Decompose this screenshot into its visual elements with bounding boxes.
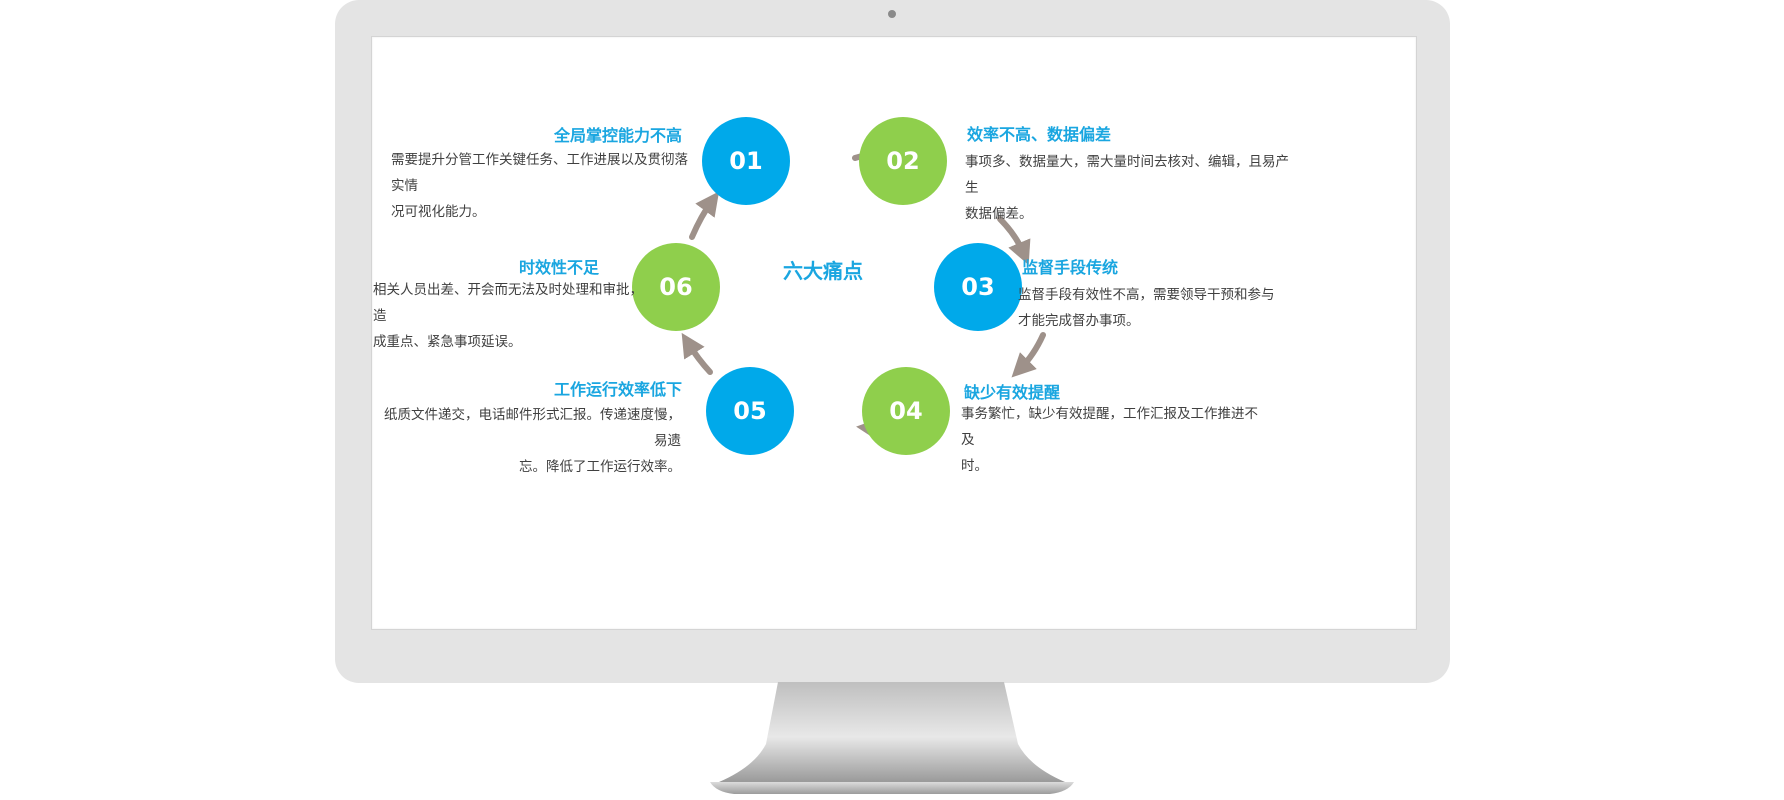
step-title-02: 效率不高、数据偏差 bbox=[967, 125, 1112, 144]
step-desc-06: 相关人员出差、开会而无法及时处理和审批，造 成重点、紧急事项延误。 bbox=[373, 277, 648, 355]
step-title-06: 时效性不足 bbox=[518, 258, 599, 277]
step-circle-04: 04 bbox=[862, 367, 950, 455]
step-desc-05: 纸质文件递交，电话邮件形式汇报。传递速度慢，易遗 忘。降低了工作运行效率。 bbox=[372, 402, 681, 480]
desc-line: 纸质文件递交，电话邮件形式汇报。传递速度慢，易遗 bbox=[384, 407, 681, 449]
arrow-02-to-03 bbox=[997, 216, 1031, 266]
arrow-03-to-04 bbox=[1011, 332, 1046, 378]
monitor-stand bbox=[710, 682, 1074, 794]
step-circle-01: 01 bbox=[702, 117, 790, 205]
desc-line: 事务繁忙，缺少有效提醒，工作汇报及工作推进不及 bbox=[961, 406, 1258, 448]
desc-line: 需要提升分管工作关键任务、工作进展以及贯彻落实情 bbox=[391, 152, 688, 194]
desc-line: 监督手段有效性不高，需要领导干预和参与 bbox=[1018, 287, 1275, 303]
step-circle-02: 02 bbox=[859, 117, 947, 205]
desc-line: 况可视化能力。 bbox=[391, 204, 486, 220]
step-desc-02: 事项多、数据量大，需大量时间去核对、编辑，且易产生 数据偏差。 bbox=[965, 149, 1295, 227]
desc-line: 才能完成督办事项。 bbox=[1018, 313, 1140, 329]
center-title: 六大痛点 bbox=[783, 259, 863, 283]
step-title-03: 监督手段传统 bbox=[1022, 258, 1119, 277]
monitor-frame: 六大痛点 01 全局掌控能力不高 需要提升分管工作关键任务、工作进展以及贯彻落实… bbox=[335, 0, 1450, 683]
step-desc-01: 需要提升分管工作关键任务、工作进展以及贯彻落实情 况可视化能力。 bbox=[391, 147, 701, 225]
monitor-screen: 六大痛点 01 全局掌控能力不高 需要提升分管工作关键任务、工作进展以及贯彻落实… bbox=[371, 36, 1417, 630]
step-title-04: 缺少有效提醒 bbox=[964, 383, 1061, 402]
step-desc-04: 事务繁忙，缺少有效提醒，工作汇报及工作推进不及 时。 bbox=[961, 401, 1271, 479]
webcam-dot bbox=[888, 10, 896, 18]
step-circle-06: 06 bbox=[632, 243, 720, 331]
desc-line: 相关人员出差、开会而无法及时处理和审批，造 bbox=[373, 282, 643, 324]
step-circle-05: 05 bbox=[706, 367, 794, 455]
desc-line: 忘。降低了工作运行效率。 bbox=[519, 459, 681, 475]
desc-line: 数据偏差。 bbox=[965, 206, 1033, 222]
arrow-05-to-06 bbox=[681, 332, 713, 375]
desc-line: 时。 bbox=[961, 458, 988, 474]
step-desc-03: 监督手段有效性不高，需要领导干预和参与 才能完成督办事项。 bbox=[1018, 282, 1318, 334]
desc-line: 成重点、紧急事项延误。 bbox=[373, 334, 522, 350]
arrow-06-to-01 bbox=[689, 191, 720, 240]
step-circle-03: 03 bbox=[934, 243, 1022, 331]
desc-line: 事项多、数据量大，需大量时间去核对、编辑，且易产生 bbox=[965, 154, 1289, 196]
step-title-01: 全局掌控能力不高 bbox=[553, 126, 682, 145]
step-title-05: 工作运行效率低下 bbox=[553, 380, 682, 399]
